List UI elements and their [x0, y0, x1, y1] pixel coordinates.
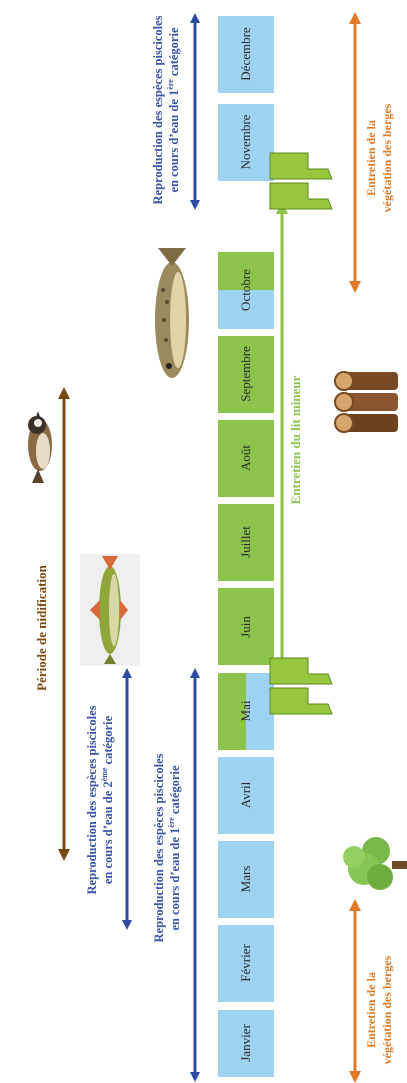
month-label-aout: Août: [238, 445, 253, 471]
repro-2-label-line1: Reproduction des espèces piscicoles: [85, 705, 99, 894]
month-label-mars: Mars: [238, 866, 253, 893]
nidification-label: Période de nidification: [34, 564, 49, 690]
lit-mineur-label: Entretien du lit mineur: [288, 375, 303, 504]
repro-1-left-label-line2: en cours d’eau de 1ère catégorie: [167, 765, 182, 930]
berges-right-label-line1: Entretien de la: [364, 120, 378, 196]
tree-icon: [343, 837, 407, 890]
month-label-mai: Mai: [238, 700, 253, 721]
berges-right-label-line2: végétation des berges: [380, 103, 394, 212]
berges-left-label-line1: Entretien de la: [364, 972, 378, 1048]
repro-1-right-label-line1: Reproduction des espèces piscicoles: [151, 15, 165, 204]
bird-icon: [28, 411, 52, 483]
month-label-septembre: Septembre: [238, 346, 253, 402]
logs-icon: [335, 372, 398, 432]
repro-1-left-label-line1: Reproduction des espèces piscicoles: [152, 753, 166, 942]
boots-icon: [270, 153, 332, 209]
repro-1-right-label-line2: en cours d’eau de 1ère catégorie: [166, 27, 181, 192]
month-label-juin: Juin: [238, 616, 253, 638]
pike-fish-icon: [80, 554, 140, 666]
month-label-fevrier: Février: [238, 944, 253, 982]
berges-left-label-line2: végétation des berges: [380, 955, 394, 1064]
month-label-avril: Avril: [238, 781, 253, 808]
month-label-novembre: Novembre: [238, 114, 253, 169]
month-label-octobre: Octobre: [238, 269, 253, 311]
month-label-juillet: Juillet: [238, 526, 253, 558]
month-label-janvier: Janvier: [238, 1024, 253, 1062]
month-label-decembre: Décembre: [238, 27, 253, 81]
repro-2-label-line2: en cours d’eau de 2ème catégorie: [100, 715, 115, 884]
trout-fish-icon: [155, 248, 189, 378]
boots-icon: [270, 658, 332, 714]
